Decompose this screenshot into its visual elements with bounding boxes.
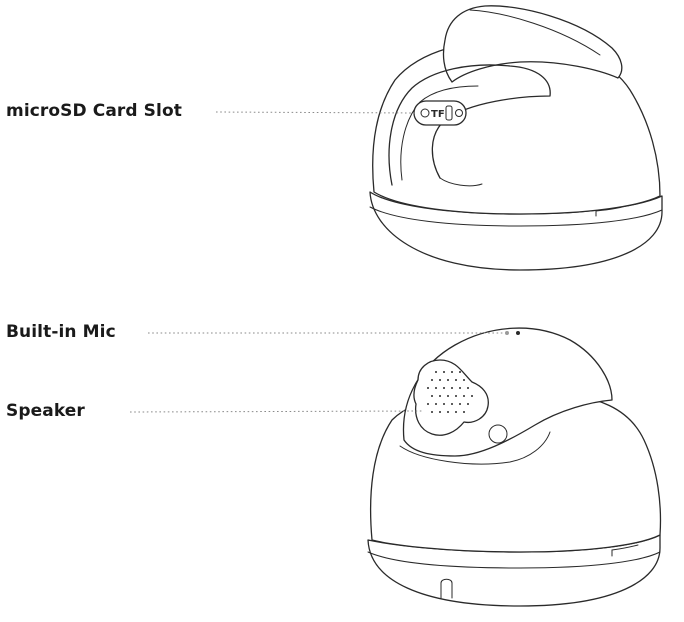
speaker-hole [439, 379, 441, 381]
speaker-hole [451, 387, 453, 389]
speaker-hole [463, 379, 465, 381]
leader-speaker [129, 410, 424, 413]
label-speaker: Speaker [6, 401, 85, 421]
speaker-hole [463, 411, 465, 413]
speaker-hole [455, 411, 457, 413]
speaker-hole [467, 387, 469, 389]
top-camera-head [442, 5, 623, 83]
speaker-hole [427, 387, 429, 389]
speaker-hole [455, 395, 457, 397]
speaker-hole [459, 387, 461, 389]
speaker-holes [427, 371, 473, 413]
sd-slot-opening [445, 105, 453, 121]
speaker-grille [413, 359, 489, 436]
speaker-hole [467, 403, 469, 405]
top-camera-neck [439, 177, 483, 187]
speaker-hole [447, 411, 449, 413]
label-microsd-card-slot: microSD Card Slot [6, 101, 182, 121]
speaker-hole [451, 371, 453, 373]
sd-slot-right-hole [455, 109, 463, 117]
speaker-hole [439, 411, 441, 413]
speaker-hole [459, 403, 461, 405]
top-camera: TF [369, 5, 663, 271]
speaker-hole [431, 379, 433, 381]
top-camera-dome [372, 40, 661, 215]
top-camera-base-rim [369, 206, 663, 227]
speaker-hole [447, 395, 449, 397]
bottom-camera-cable-slot [440, 578, 453, 599]
bottom-camera-head-shadow [399, 431, 551, 465]
speaker-hole [435, 403, 437, 405]
speaker-hole [427, 403, 429, 405]
speaker-hole [447, 379, 449, 381]
speaker-hole [471, 395, 473, 397]
speaker-hole [443, 387, 445, 389]
speaker-hole [443, 403, 445, 405]
speaker-hole [439, 395, 441, 397]
top-camera-head-edge [469, 9, 601, 56]
sd-slot-left-hole [420, 108, 430, 118]
speaker-hole [443, 371, 445, 373]
speaker-hole [463, 395, 465, 397]
speaker-hole [431, 411, 433, 413]
speaker-hole [435, 387, 437, 389]
bottom-camera-base-rim [367, 551, 661, 569]
mic-hole-left-icon [505, 331, 509, 335]
speaker-hole [431, 395, 433, 397]
speaker-side-button [488, 424, 508, 444]
sd-slot-marking: TF [431, 109, 445, 120]
speaker-hole [459, 371, 461, 373]
label-built-in-mic: Built-in Mic [6, 322, 116, 342]
bottom-camera [367, 327, 662, 607]
speaker-hole [435, 371, 437, 373]
mic-hole-right-icon [516, 331, 520, 335]
speaker-hole [451, 403, 453, 405]
bottom-camera-base-notch [611, 544, 639, 557]
speaker-hole [455, 379, 457, 381]
